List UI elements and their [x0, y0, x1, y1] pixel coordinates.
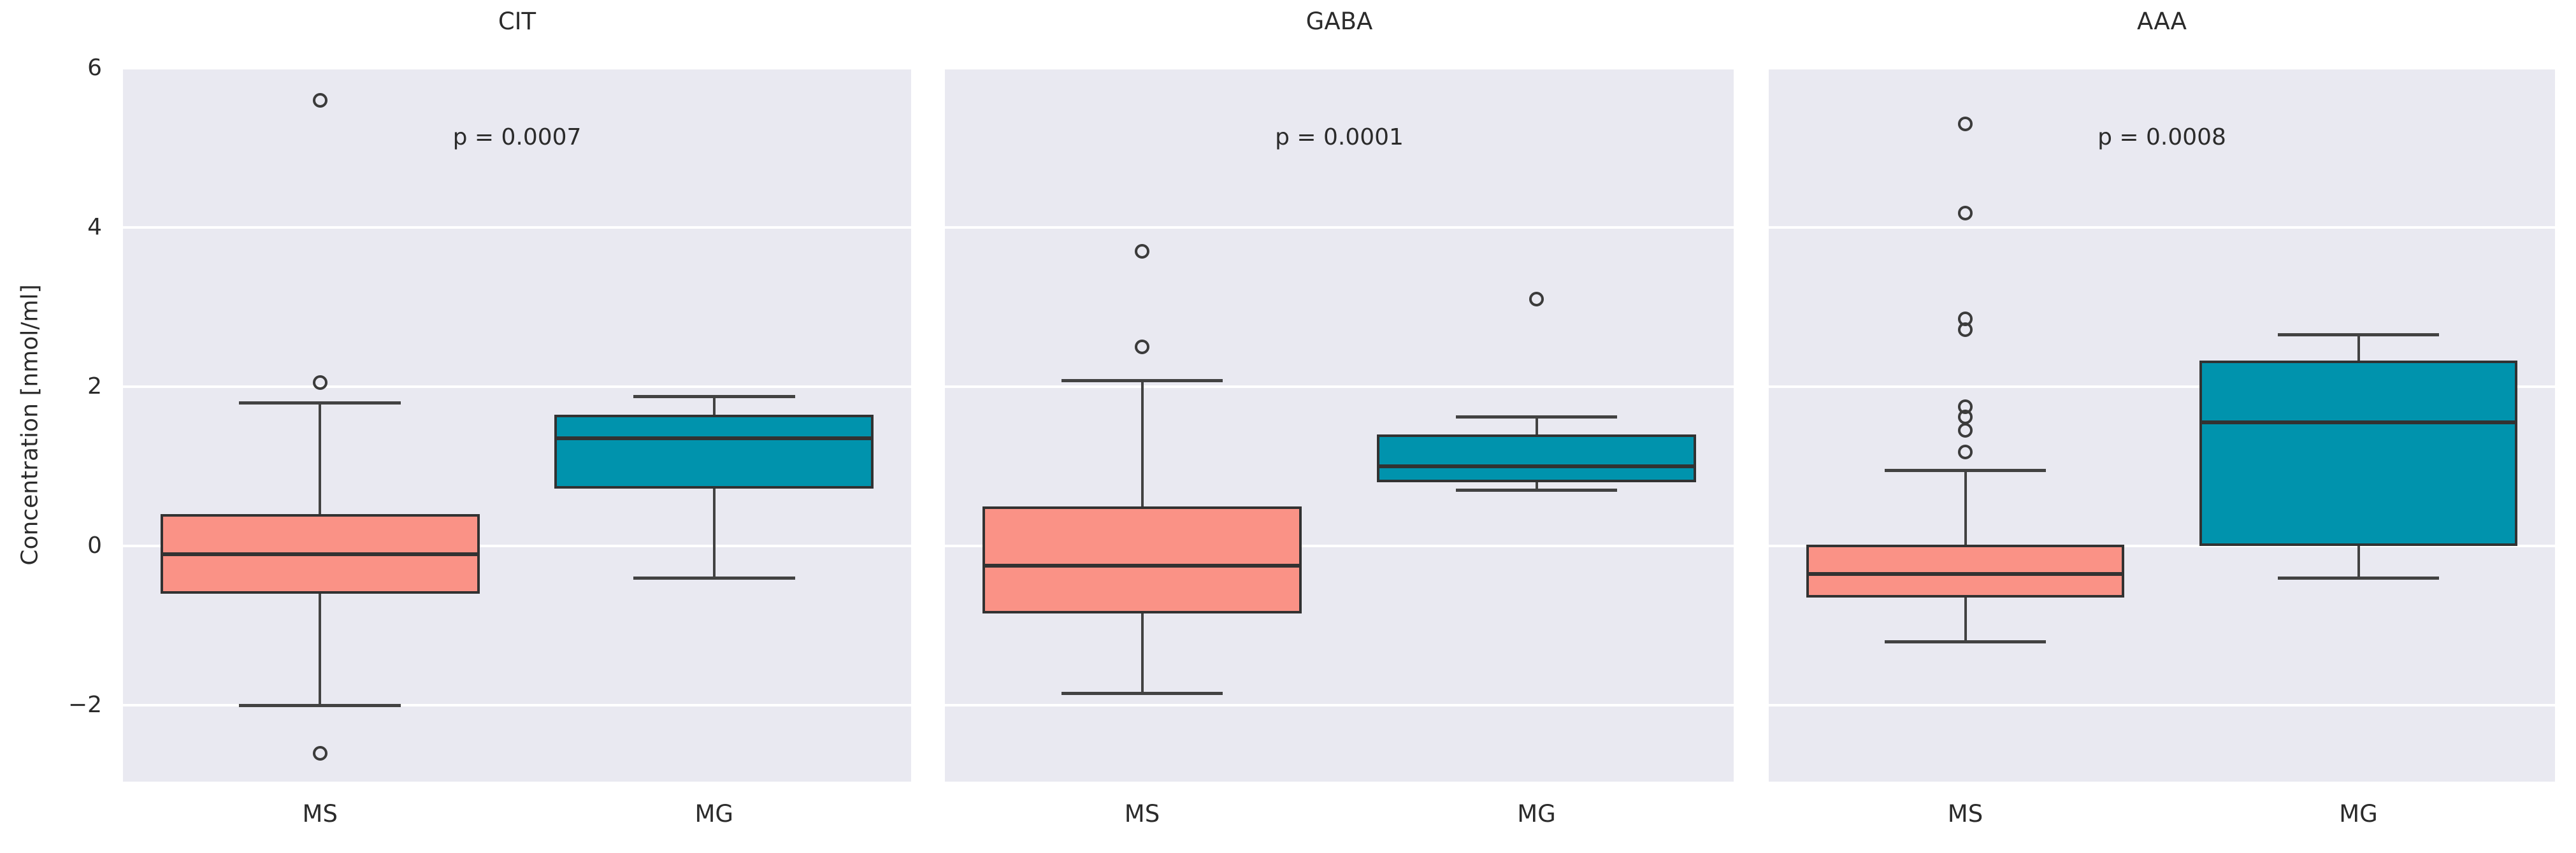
gridline-y-4	[1769, 226, 2555, 229]
outlier-point-ms	[1135, 244, 1149, 259]
whisker-cap-top-mg	[2278, 333, 2439, 337]
outlier-point-ms	[1958, 206, 1973, 220]
gridline-y-2	[1769, 385, 2555, 388]
whisker-cap-bottom-ms	[1885, 640, 2046, 643]
median-line-mg	[1376, 464, 1697, 468]
outlier-point-ms	[312, 92, 327, 108]
whisker-cap-bottom-mg	[1455, 489, 1618, 492]
gridline-y-0	[1769, 545, 2555, 547]
whisker-cap-top-ms	[1061, 378, 1223, 382]
whisker-cap-bottom-ms	[239, 703, 401, 707]
whisker-cap-top-mg	[633, 394, 795, 398]
outlier-point-ms	[1135, 340, 1149, 354]
outlier-point-ms	[1958, 322, 1973, 337]
gridline-y-2	[945, 385, 1734, 388]
outlier-point-ms	[1958, 445, 1973, 459]
gridline-y-4	[945, 226, 1734, 229]
whisker-cap-top-ms	[239, 401, 401, 405]
y-tick-label: 2	[87, 373, 102, 399]
whisker-cap-bottom-ms	[1061, 691, 1223, 695]
p-value-label: p = 0.0008	[2097, 124, 2226, 150]
gridline-y-2	[123, 385, 911, 388]
x-tick-label-ms: MS	[1947, 800, 1983, 828]
gridline-y--2	[945, 704, 1734, 706]
box-mg	[1376, 434, 1697, 482]
plot-area-aaa: p = 0.0008	[1769, 68, 2555, 782]
median-line-mg	[554, 436, 874, 441]
outlier-point-mg	[1529, 292, 1544, 306]
x-tick-label-mg: MG	[1517, 800, 1556, 828]
gridline-y-4	[123, 226, 911, 229]
whisker-cap-bottom-mg	[633, 576, 795, 580]
box-mg	[2199, 360, 2518, 546]
median-line-ms	[982, 564, 1302, 568]
x-tick-label-mg: MG	[2339, 800, 2378, 828]
median-line-mg	[2199, 420, 2518, 425]
y-tick-label: 4	[87, 214, 102, 240]
y-tick-label: −2	[68, 692, 102, 718]
y-tick-label: 6	[87, 55, 102, 81]
gridline-y--2	[1769, 704, 2555, 706]
outlier-point-ms	[1958, 410, 1973, 424]
gridline-y-0	[123, 545, 911, 547]
box-ms	[982, 506, 1302, 614]
median-line-ms	[1806, 571, 2125, 576]
median-line-ms	[160, 552, 480, 556]
plot-area-cit: p = 0.0007	[123, 68, 911, 782]
x-tick-label-ms: MS	[302, 800, 338, 828]
x-tick-label-ms: MS	[1124, 800, 1160, 828]
whisker-cap-top-ms	[1885, 468, 2046, 472]
gridline-y-6	[1769, 68, 2555, 69]
gridline-y-6	[945, 68, 1734, 69]
plot-area-gaba: p = 0.0001	[945, 68, 1734, 782]
outlier-point-ms	[1958, 423, 1973, 438]
gridline-y--2	[123, 704, 911, 706]
outlier-point-ms	[312, 745, 327, 761]
p-value-label: p = 0.0001	[1275, 124, 1404, 150]
box-ms	[1806, 544, 2125, 598]
outlier-point-ms	[312, 375, 327, 391]
outlier-point-ms	[1958, 117, 1973, 131]
y-axis-label: Concentration [nmol/ml]	[17, 284, 43, 566]
x-tick-label-mg: MG	[694, 800, 734, 828]
gridline-y-0	[945, 545, 1734, 547]
panel-title-cit: CIT	[498, 8, 536, 35]
p-value-label: p = 0.0007	[452, 124, 582, 150]
whisker-cap-bottom-mg	[2278, 576, 2439, 580]
box-mg	[554, 414, 874, 489]
whisker-cap-top-mg	[1455, 415, 1618, 419]
panel-title-gaba: GABA	[1306, 8, 1373, 35]
panel-title-aaa: AAA	[2137, 8, 2187, 35]
y-tick-label: 0	[87, 533, 102, 559]
gridline-y-6	[123, 68, 911, 69]
